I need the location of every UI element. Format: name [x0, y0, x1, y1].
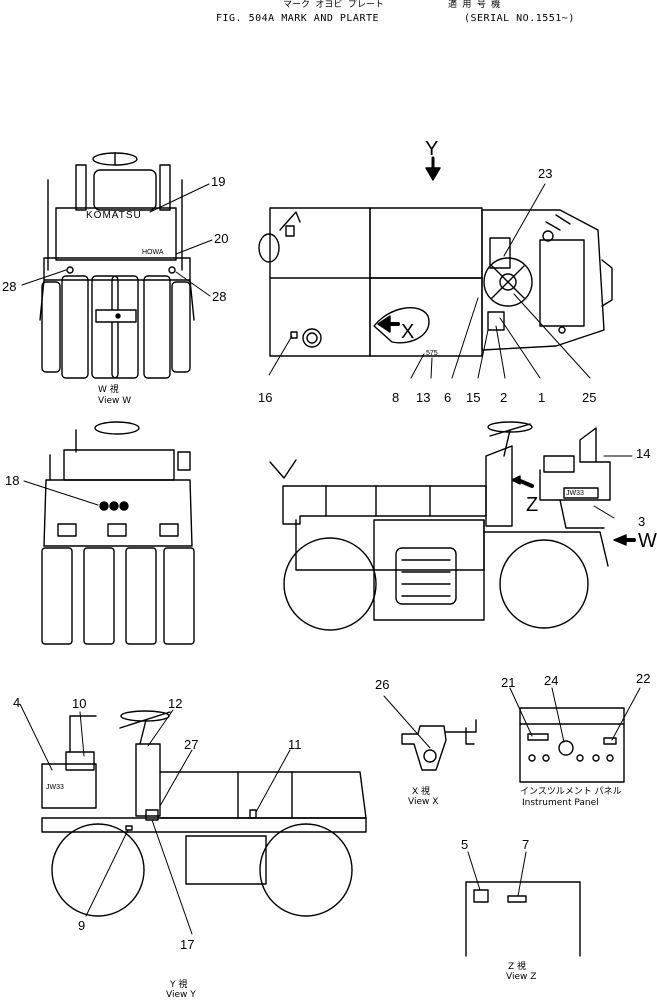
- callout-6: 6: [444, 390, 452, 405]
- callout-17: 17: [180, 937, 195, 952]
- view-x-caption: View X: [408, 797, 439, 807]
- callout-28-right: 28: [212, 289, 227, 304]
- callout-3: 3: [638, 514, 646, 529]
- callout-5: 5: [461, 837, 469, 852]
- callout-10: 10: [72, 696, 87, 711]
- callout-2: 2: [500, 390, 508, 405]
- view-y-drawing: [19, 703, 367, 935]
- callout-15: 15: [466, 390, 481, 405]
- view-z-caption-jp: Z 視: [508, 962, 527, 972]
- callout-21: 21: [501, 675, 516, 690]
- callout-20: 20: [214, 231, 229, 246]
- view-x-drawing: [383, 695, 477, 771]
- callout-19: 19: [211, 174, 226, 189]
- callout-26: 26: [375, 677, 390, 692]
- callout-11: 11: [288, 737, 302, 752]
- front-view-drawing: [23, 421, 195, 645]
- arrow-label-x: X: [401, 321, 415, 343]
- view-x-caption-jp: X 視: [412, 787, 431, 797]
- instrument-panel-drawing: [509, 687, 641, 783]
- callout-13: 13: [416, 390, 431, 405]
- view-z-drawing: [465, 851, 581, 957]
- callout-27: 27: [184, 737, 199, 752]
- view-z-caption: View Z: [506, 972, 537, 982]
- callout-1: 1: [538, 390, 546, 405]
- callout-7: 7: [522, 837, 530, 852]
- view-w-caption-jp: W 視: [98, 385, 119, 395]
- howa-label: HOWA: [142, 249, 164, 256]
- instrument-panel-caption: Instrument Panel: [522, 798, 599, 808]
- plate-code: 575: [426, 350, 438, 357]
- callout-12: 12: [168, 696, 183, 711]
- serial-range: (SERIAL NO.1551~): [464, 13, 575, 24]
- callout-4: 4: [13, 695, 21, 710]
- callout-9: 9: [78, 918, 86, 933]
- callout-16: 16: [258, 390, 273, 405]
- callout-18: 18: [5, 473, 20, 488]
- view-w-caption: View W: [98, 396, 132, 406]
- side-view-drawing: [269, 421, 633, 631]
- jw-label-side: JW33: [566, 490, 584, 497]
- callout-14: 14: [636, 446, 651, 461]
- callout-24: 24: [544, 673, 559, 688]
- figure-title: FIG. 504A MARK AND PLARTE: [216, 13, 380, 24]
- callout-22: 22: [636, 671, 651, 686]
- header-jp-title: マーク オヨビ プレート: [283, 0, 384, 10]
- jw-label-view-y: JW33: [46, 784, 64, 791]
- arrow-label-z: Z: [526, 494, 539, 516]
- callout-8: 8: [392, 390, 400, 405]
- komatsu-label: KOMATSU: [86, 210, 142, 221]
- callout-28-left: 28: [2, 279, 17, 294]
- header-jp-applicability: 適 用 号 機: [448, 0, 501, 10]
- view-y-caption-jp: Y 視: [170, 980, 188, 990]
- callout-25: 25: [582, 390, 597, 405]
- arrow-label-y: Y: [425, 138, 439, 160]
- instrument-panel-caption-jp: インスツルメント パネル: [520, 787, 622, 797]
- view-y-caption: View Y: [166, 990, 196, 1000]
- top-view-drawing: [258, 183, 613, 379]
- view-w-drawing: [21, 152, 213, 379]
- callout-23: 23: [538, 166, 553, 181]
- arrow-label-w: W: [638, 530, 657, 552]
